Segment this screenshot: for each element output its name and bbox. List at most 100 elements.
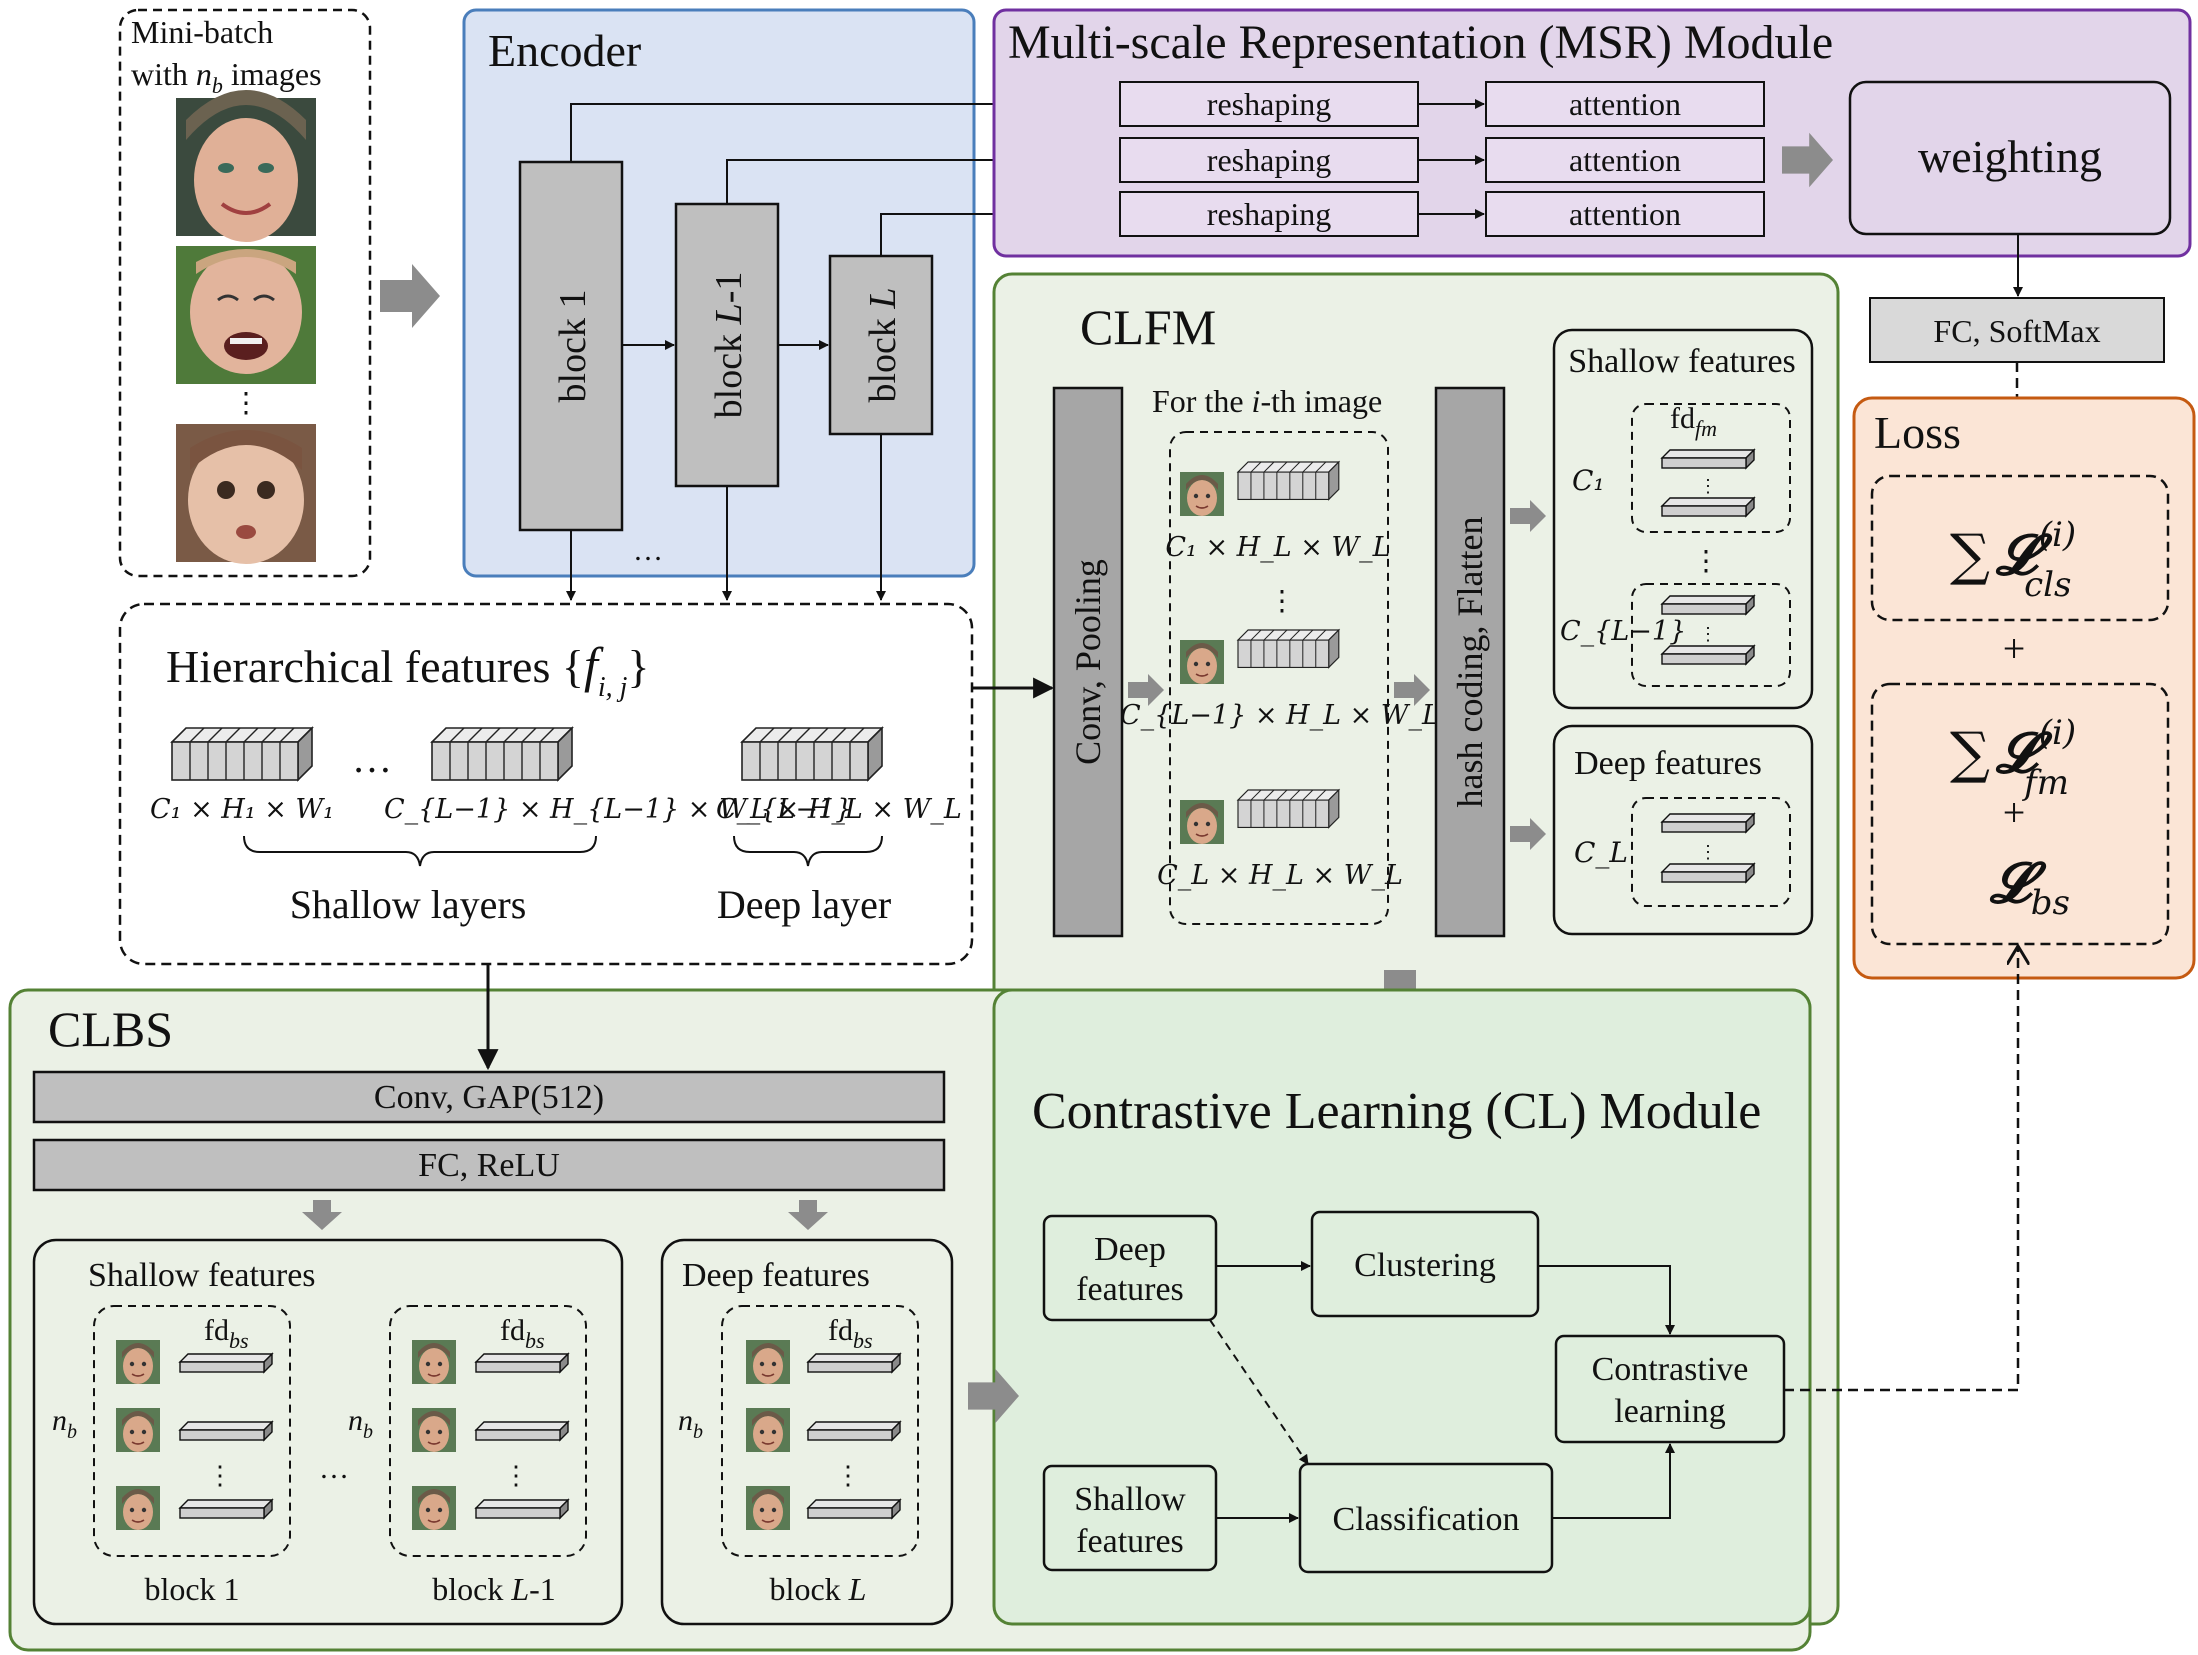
fc-softmax-label: FC, SoftMax [1933,313,2100,349]
clbs-g1-bar-3 [179,1499,273,1519]
clbs-fd-label-2: fdbs [500,1314,545,1353]
clbs-g2-bar-2 [475,1421,569,1441]
encoder-title: Encoder [488,25,641,76]
cl-classification-label: Classification [1333,1501,1520,1538]
clbs-g3-face-1 [745,1339,791,1385]
encoder-block-1-label: block 1 [552,290,594,403]
loss-cls-term: ∑𝓛(i)cls [1950,515,2076,605]
clfm-conv-pooling-bar [1052,386,1124,938]
clbs-g2-face-3 [411,1485,457,1531]
loss-panel: Loss ∑𝓛(i)cls + ∑𝓛(i)fm + 𝓛bs [1852,396,2196,980]
clfm-face-2 [1179,639,1225,685]
cl-contrastive-l1: Contrastive [1592,1351,1749,1388]
msr-title: Multi-scale Representation (MSR) Module [1008,16,1833,69]
clbs-g1-vdots: ⋮ [207,1461,233,1490]
clfm-shallow-vdots-1: ⋮ [1699,476,1717,496]
clbs-g1-face-2 [115,1407,161,1453]
clfm-deep-bar-1 [1661,813,1755,833]
face-image-1 [176,90,316,242]
fc-softmax-box: FC, SoftMax [1869,297,2165,363]
clbs-deep-box: Deep features fdbs ⋮ nb block L [660,1238,954,1626]
cl-deep-l2: features [1076,1271,1184,1308]
clfm-shallow-bar-4 [1661,645,1755,665]
clfm-conv-pooling-label: Conv, Pooling [1068,559,1108,765]
cl-shallow-l2: features [1076,1523,1184,1560]
clbs-g1-bar-1 [179,1353,273,1373]
clbs-nb-2: nb [348,1404,373,1443]
encoder-block-l-label: block L [862,287,904,402]
clbs-g3-bar-2 [807,1421,901,1441]
clfm-shallow-vdots-2: ⋮ [1692,546,1720,577]
clbs-fc-relu-label: FC, ReLU [418,1147,560,1184]
hier-dots: … [352,736,392,781]
cl-deep-features-box [1042,1214,1218,1322]
clfm-shallow-bar-2 [1661,497,1755,517]
clbs-g1-bar-2 [179,1421,273,1441]
clfm-internals: Conv, Pooling For the i-th image C₁ × H_… [1052,328,1814,938]
msr-reshaping-1: reshaping [1207,86,1331,122]
cl-clustering-box [1310,1210,1540,1318]
clbs-g3-bar-3 [807,1499,901,1519]
clbs-g3-face-2 [745,1407,791,1453]
clbs-g2-face-2 [411,1407,457,1453]
clfm-dim-l: C_L × H_L × W_L [1157,860,1403,891]
clfm-tensor-1 [1237,461,1340,501]
loss-bs-term: 𝓛bs [1989,850,2070,923]
loss-fm-term: ∑𝓛(i)fm [1950,713,2076,803]
minibatch-count-label: with nb images [131,56,322,98]
clfm-shallow-bar-3 [1661,595,1755,615]
encoder-panel: Encoder block 1 block L-1 block L … [462,8,976,578]
clbs-g3-bar-1 [807,1353,901,1373]
clbs-fd-label-3: fdbs [828,1314,873,1353]
clfm-title: CLFM [1080,299,1216,355]
clfm-fd-label: fdfm [1670,402,1717,441]
clbs-deep-title: Deep features [682,1257,870,1294]
msr-weighting-label: weighting [1918,131,2102,182]
clfm-vdots: ⋮ [1268,586,1296,617]
clfm-shallow-vdots-3: ⋮ [1699,624,1717,644]
clbs-g2-bar-3 [475,1499,569,1519]
cl-deep-l1: Deep [1094,1231,1166,1268]
clbs-g3-face-3 [745,1485,791,1531]
clbs-block-1-label: block 1 [144,1571,239,1607]
cl-contrastive-l2: learning [1614,1393,1725,1430]
cl-internals: Deep features Clustering Contrastive lea… [1042,1210,1786,1574]
hierarchical-features-panel: Hierarchical features {fi, j} … C₁ × H₁ … [118,602,974,966]
msr-weighting-box [1848,80,2172,236]
msr-attention-3: attention [1569,196,1681,232]
loss-plus-1: + [2003,626,2026,671]
clbs-g1-face-3 [115,1485,161,1531]
clbs-nb-1: nb [52,1404,77,1443]
clfm-deep-title: Deep features [1574,745,1762,782]
clfm-tensor-l1 [1237,629,1340,669]
clfm-shallow-box [1552,328,1814,710]
cl-clustering-label: Clustering [1354,1247,1496,1284]
clbs-g2-face-1 [411,1339,457,1385]
clfm-tensor-l [1237,789,1340,829]
hier-dim-l: C_L × H_L × W_L [716,794,962,825]
encoder-block-l1-label: block L-1 [708,272,750,419]
cl-shallow-l1: Shallow [1074,1481,1186,1518]
minibatch-to-encoder-arrow [380,264,440,328]
hier-dim-l1: C_{L−1} × H_{L−1} × W_{L−1} [384,794,852,825]
loss-title: Loss [1874,407,1961,458]
minibatch-label: Mini-batch [131,14,273,50]
clbs-nb-3: nb [678,1404,703,1443]
clfm-shallow-title: Shallow features [1568,343,1796,380]
hier-tensor-1 [171,727,313,781]
hier-shallow-label: Shallow layers [290,882,527,927]
cl-title: Contrastive Learning (CL) Module [1032,1083,1761,1140]
clbs-fd-label-1: fdbs [204,1314,249,1353]
clfm-face-3 [1179,799,1225,845]
clfm-hash-bar [1434,386,1506,938]
clbs-shallow-box: Shallow features fdbs ⋮ nb block 1 … fdb… [32,1238,624,1626]
msr-attention-1: attention [1569,86,1681,122]
clfm-face-1 [1179,471,1225,517]
hier-deep-label: Deep layer [717,882,891,927]
encoder-dots: … [633,534,663,567]
loss-plus-2: + [2003,790,2026,835]
cl-to-loss-arrow [1784,946,2018,1392]
clbs-g1-face-1 [115,1339,161,1385]
clbs-block-l-label: block L [770,1571,867,1607]
hier-tensor-l1 [431,727,573,781]
